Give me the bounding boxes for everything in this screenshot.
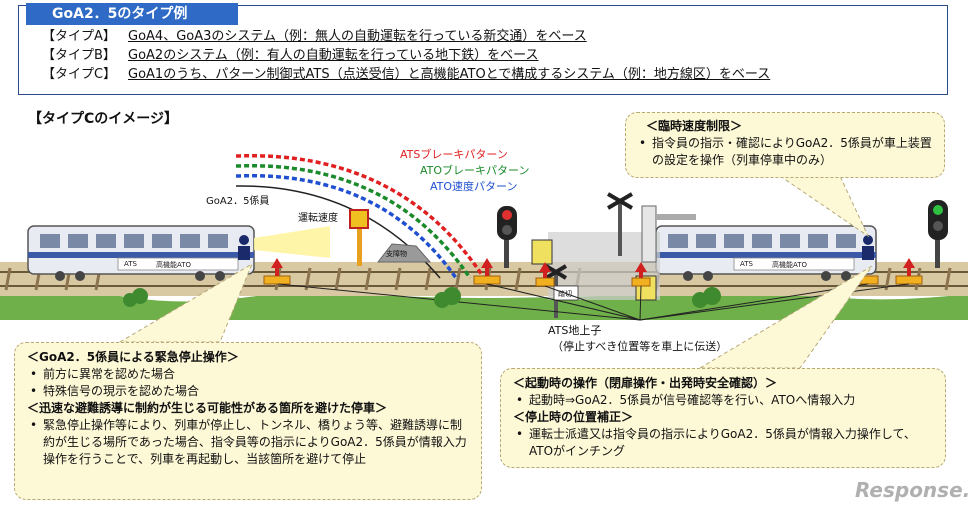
emergency-item-1: 前方に異常を認めた場合 (27, 366, 469, 383)
ato-speed-pattern-line (235, 173, 458, 280)
type-b-text: GoA2のシステム（例：有人の自動運転を行っている地下鉄）をベース (128, 48, 539, 63)
ats-brake-pattern-line (235, 153, 486, 279)
obstacle-rock (376, 243, 432, 263)
temp-speed-item: 指令員の指示・確認によりGoA2．5係員が車上装置の設定を操作（列車停車中のみ） (636, 135, 934, 169)
crew-figure-left (238, 235, 250, 260)
position-correction-item: 運転士派遣又は指令員の指示によりGoA2．5係員が情報入力操作して、ATOがイン… (513, 426, 933, 460)
type-c-label: 【タイプC】 (42, 67, 117, 82)
left-train-ats-label: ATS (124, 260, 137, 268)
grass-band (0, 291, 968, 320)
type-c-text: GoA1のうち、パターン制御式ATS（点送受信）と高機能ATOとで構成するシステ… (128, 67, 771, 82)
type-a-label: 【タイプA】 (42, 29, 116, 44)
running-speed-label: 運転速度 (298, 213, 338, 224)
temp-speed-bubble: ＜臨時速度制限＞ 指令員の指示・確認によりGoA2．5係員が車上装置の設定を操作… (625, 112, 945, 178)
obstacle-label: 支障物 (386, 250, 407, 258)
type-a-text: GoA4、GoA3のシステム（例：無人の自動運転を行っている新交通）をベース (128, 29, 587, 44)
evacuation-title: ＜迅速な避難誘導に制約が生じる可能性がある箇所を避けた停車＞ (27, 401, 388, 415)
upward-arrows (271, 258, 915, 278)
temp-speed-title: ＜臨時速度制限＞ (646, 119, 743, 133)
type-a-line: 【タイプA】 GoA4、GoA3のシステム（例：無人の自動運転を行っている新交通）… (42, 28, 587, 45)
crew-figure-right (862, 235, 874, 260)
startup-title: ＜起動時の操作（閉扉操作・出発時安全確認）＞ (513, 376, 778, 390)
left-train (27, 225, 255, 281)
ato-brake-pattern-label: ATOブレーキパターン (420, 164, 530, 177)
headlight-beam (254, 226, 330, 258)
ato-brake-pattern-line (235, 163, 472, 279)
emergency-title: ＜GoA2．5係員による緊急停止操作＞ (27, 350, 239, 364)
ats-beacon-label: ATS地上子 (548, 324, 602, 337)
signal-right (928, 200, 948, 268)
beacon-leader-lines (277, 283, 910, 321)
header-title: GoA2．5のタイプ例 (26, 3, 238, 25)
response-logo: Response. (855, 478, 968, 502)
crossing-sign-label: 踏切 (558, 290, 572, 298)
type-b-label: 【タイプB】 (42, 48, 116, 63)
emergency-bubble: ＜GoA2．5係員による緊急停止操作＞ 前方に異常を認めた場合 特殊信号の現示を… (14, 342, 482, 500)
type-b-line: 【タイプB】 GoA2のシステム（例：有人の自動運転を行っている地下鉄）をベース (42, 47, 539, 64)
right-train-ato-label: 高機能ATO (772, 261, 808, 269)
ats-beacon-note: （停止すべき位置等を車上に伝送） (552, 340, 728, 353)
signal-left (497, 206, 517, 268)
startup-item: 起動時⇒GoA2．5係員が信号確認等を行い、ATOへ情報入力 (513, 392, 933, 409)
right-train (655, 225, 877, 281)
evacuation-item: 緊急停止操作等により、列車が停止し、トンネル、橋りょう等、避難誘導に制約が生じる… (27, 417, 469, 468)
position-correction-title: ＜停止時の位置補正＞ (513, 410, 634, 424)
temp-speed-bubble-pointer (778, 175, 870, 238)
speed-limit-sign (349, 209, 369, 266)
section-title: 【タイプCのイメージ】 (28, 111, 178, 127)
emergency-item-2: 特殊信号の現示を認めた場合 (27, 383, 469, 400)
ats-brake-pattern-label: ATSブレーキパターン (400, 148, 508, 161)
ato-speed-pattern-label: ATO速度パターン (430, 180, 518, 193)
left-train-ato-label: 高機能ATO (156, 261, 192, 269)
crew-label: GoA2．5係員 (206, 196, 270, 207)
right-train-ats-label: ATS (740, 260, 753, 268)
type-c-line: 【タイプC】 GoA1のうち、パターン制御式ATS（点送受信）と高機能ATOとで構… (42, 66, 770, 83)
trees-decoration (123, 287, 721, 308)
startup-bubble: ＜起動時の操作（閉扉操作・出発時安全確認）＞ 起動時⇒GoA2．5係員が信号確認… (500, 368, 946, 468)
